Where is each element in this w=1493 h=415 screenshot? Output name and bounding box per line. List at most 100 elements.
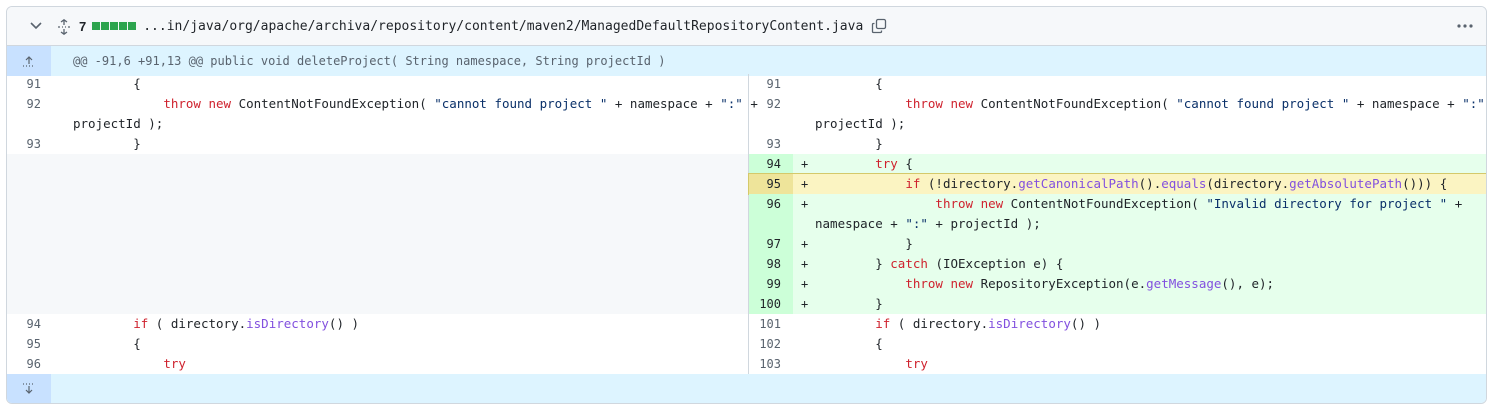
code-token: () ) xyxy=(1070,316,1102,331)
diff-line: 93 } xyxy=(749,134,1486,154)
code-token: namespace + xyxy=(815,216,906,231)
code-line: } xyxy=(815,294,883,314)
line-number[interactable]: 100 xyxy=(759,297,781,311)
code-token: { xyxy=(875,76,883,91)
code-line: { xyxy=(73,334,141,354)
line-number[interactable]: 94 xyxy=(766,157,781,171)
diff-line: 103 try xyxy=(749,354,1486,374)
code-line: throw new ContentNotFoundException( "can… xyxy=(73,94,758,114)
copy-icon[interactable] xyxy=(871,18,887,34)
plus-sign: + xyxy=(801,177,809,191)
diff-line: 91 { xyxy=(7,74,748,94)
code-line-wrap: projectId ); xyxy=(815,116,906,131)
code-line: throw new RepositoryException(e.getMessa… xyxy=(815,274,1274,294)
code-token: { xyxy=(133,336,141,351)
code-token: } xyxy=(905,236,913,251)
line-number[interactable]: 95 xyxy=(766,177,781,191)
chevron-down-icon[interactable] xyxy=(29,19,43,33)
line-number[interactable]: 99 xyxy=(766,277,781,291)
added-gutter xyxy=(749,274,793,294)
line-number[interactable]: 103 xyxy=(759,357,781,371)
line-number[interactable]: 96 xyxy=(26,357,41,371)
code-token: getAbsolutePath xyxy=(1289,176,1403,191)
expand-all-icon[interactable] xyxy=(57,18,71,36)
diff-line: 95 { xyxy=(7,334,748,354)
diffstat-block xyxy=(119,22,128,30)
code-token: "Invalid directory for project " xyxy=(1206,196,1448,211)
diff-file: 7 ...in/java/org/apache/archiva/reposito… xyxy=(6,6,1487,404)
code-line: } xyxy=(73,134,141,154)
added-line: 96 + throw new ContentNotFoundException(… xyxy=(749,194,1486,234)
code-line: } xyxy=(815,234,913,254)
line-number[interactable]: 91 xyxy=(26,77,41,91)
code-token: } xyxy=(875,296,883,311)
line-number[interactable]: 93 xyxy=(26,137,41,151)
hunk-text: @@ -91,6 +91,13 @@ public void deletePro… xyxy=(73,54,666,68)
expand-up-icon[interactable] xyxy=(7,46,51,76)
code-token: equals xyxy=(1161,176,1207,191)
diffstat-block xyxy=(110,22,119,30)
line-number[interactable]: 101 xyxy=(759,317,781,331)
more-options-icon[interactable] xyxy=(1456,18,1474,34)
code-token: if xyxy=(875,316,891,331)
plus-sign: + xyxy=(801,237,809,251)
code-token: } xyxy=(875,136,883,151)
highlighted-gutter xyxy=(749,174,793,194)
code-token: + xyxy=(1485,96,1486,111)
added-gutter xyxy=(749,254,793,274)
diff-line: 92 throw new ContentNotFoundException( "… xyxy=(749,94,1486,134)
code-token: (directory. xyxy=(1206,176,1290,191)
code-token: if xyxy=(133,316,149,331)
added-line: 98 + } catch (IOException e) { xyxy=(749,254,1486,274)
code-token: try xyxy=(905,356,928,371)
line-number[interactable]: 97 xyxy=(766,237,781,251)
diff-line: 96 try xyxy=(7,354,748,374)
code-token: ":" xyxy=(905,216,928,231)
code-token: "cannot found project " xyxy=(434,96,608,111)
plus-sign: + xyxy=(801,257,809,271)
code-token: throw new xyxy=(935,196,1004,211)
added-line: 99 + throw new RepositoryException(e.get… xyxy=(749,274,1486,294)
code-token: ContentNotFoundException( xyxy=(231,96,435,111)
code-token: + projectId ); xyxy=(927,216,1041,231)
code-token: throw new xyxy=(905,96,974,111)
code-token: } xyxy=(875,256,891,271)
line-number[interactable]: 96 xyxy=(766,197,781,211)
line-number[interactable]: 94 xyxy=(26,317,41,331)
diffstat-block xyxy=(92,22,101,30)
code-token: (). xyxy=(1138,176,1162,191)
code-token: + namespace + xyxy=(607,96,721,111)
line-number[interactable]: 91 xyxy=(766,77,781,91)
line-number[interactable]: 92 xyxy=(26,97,41,111)
diffstat-block xyxy=(128,22,137,30)
plus-sign: + xyxy=(801,297,809,311)
plus-sign: + xyxy=(801,157,809,171)
changes-count: 7 xyxy=(79,18,87,34)
highlighted-line: 95 + if (!directory.getCanonicalPath().e… xyxy=(748,173,1486,195)
code-line: if ( directory.isDirectory() ) xyxy=(73,314,359,334)
code-token: ContentNotFoundException( xyxy=(973,96,1177,111)
line-number[interactable]: 93 xyxy=(766,137,781,151)
code-token: ( directory. xyxy=(890,316,989,331)
code-line-wrap: namespace + ":" + projectId ); xyxy=(815,214,1041,234)
code-token: isDirectory xyxy=(246,316,329,331)
file-path[interactable]: ...in/java/org/apache/archiva/repository… xyxy=(143,18,864,34)
line-number[interactable]: 98 xyxy=(766,257,781,271)
code-token: + namespace + xyxy=(1349,96,1463,111)
code-line: { xyxy=(815,334,883,354)
plus-sign: + xyxy=(801,277,809,291)
code-token: try xyxy=(875,156,898,171)
diff-line: 102 { xyxy=(749,334,1486,354)
diff-line: 93 } xyxy=(7,134,748,154)
code-line: } catch (IOException e) { xyxy=(815,254,1063,274)
expand-down-icon[interactable] xyxy=(7,374,51,403)
code-token: (!directory. xyxy=(920,176,1019,191)
expand-footer xyxy=(7,374,1486,403)
line-number[interactable]: 102 xyxy=(759,337,781,351)
line-number[interactable]: 92 xyxy=(766,97,781,111)
line-number[interactable]: 95 xyxy=(26,337,41,351)
code-line-wrap: projectId ); xyxy=(73,116,164,131)
added-gutter xyxy=(749,294,793,314)
code-token: if xyxy=(905,176,921,191)
code-token: () ) xyxy=(328,316,360,331)
